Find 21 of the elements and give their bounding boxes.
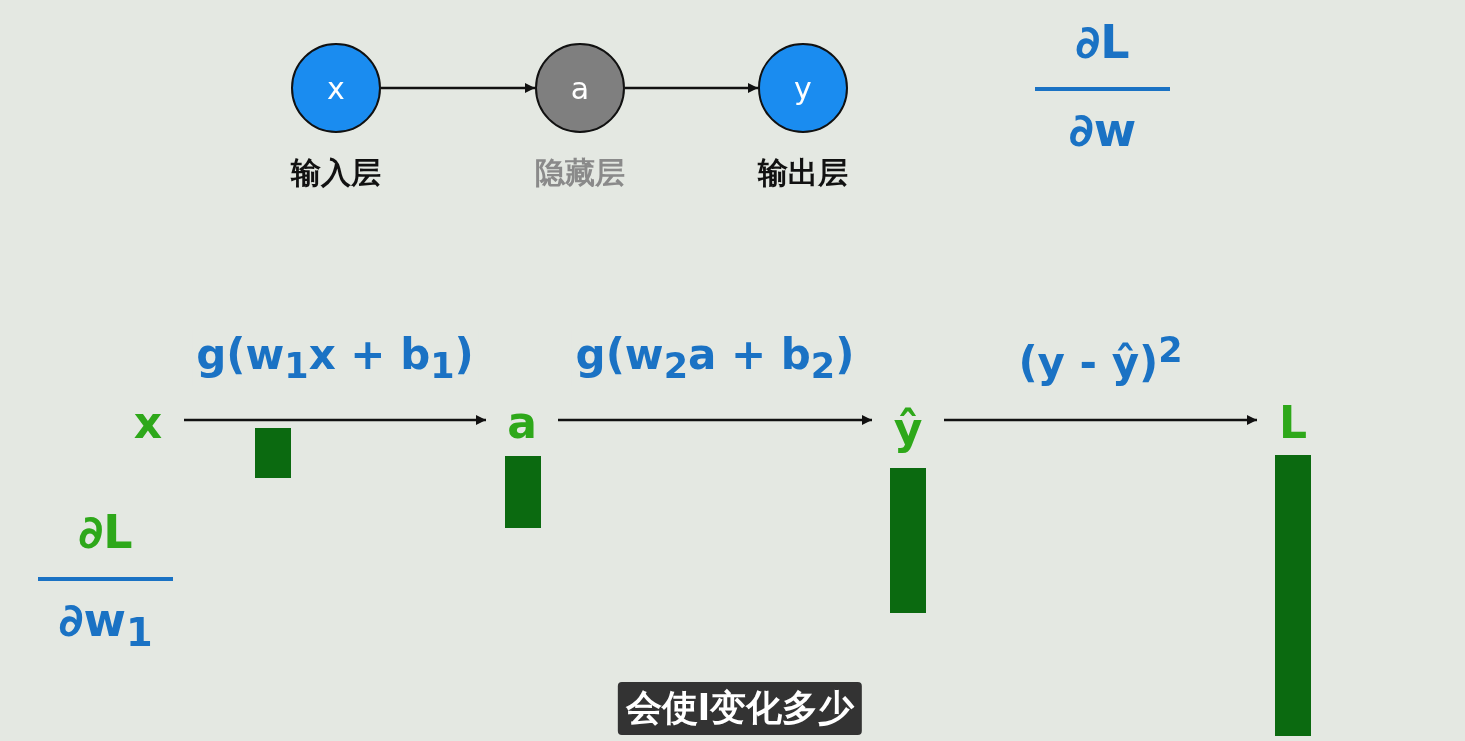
layer-label: 输出层 <box>756 154 849 192</box>
variable-label: a <box>502 395 542 445</box>
arrow <box>558 415 872 425</box>
variable-label: x <box>128 395 168 445</box>
variable-label: ŷ <box>888 385 928 451</box>
math-text: ∂L <box>77 505 134 559</box>
magnitude-bar <box>890 468 926 613</box>
layer-label: 隐藏层 <box>534 154 626 192</box>
arrow <box>381 83 535 93</box>
math-text: ∂w$_{1}$ <box>57 593 154 656</box>
arrow <box>625 83 758 93</box>
subtitle-caption: 会使l变化多少 <box>617 682 863 735</box>
math-text: ∂w <box>1067 103 1138 157</box>
arrow <box>944 415 1257 425</box>
layer-label: 输入层 <box>289 154 382 192</box>
magnitude-bar <box>1275 455 1311 736</box>
variable-label: L <box>1273 395 1313 445</box>
math-text: ∂L <box>1074 15 1131 69</box>
arrow <box>184 415 486 425</box>
magnitude-bar <box>505 456 541 528</box>
magnitude-bar <box>255 428 291 478</box>
